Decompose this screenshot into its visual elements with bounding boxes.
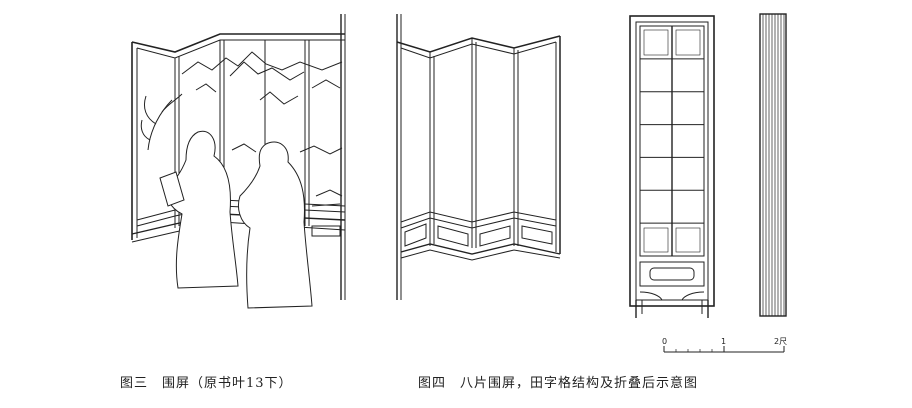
caption-figure-3: 图三 围屏（原书叶13下）	[120, 376, 293, 391]
fig4-panel-front-elevation	[629, 15, 715, 318]
scale-tick-1: 1	[721, 337, 726, 346]
fig4-screen-perspective	[396, 14, 561, 300]
scale-tick-2: 2尺	[774, 337, 787, 346]
fig3-standing-figures	[159, 130, 313, 309]
scale-tick-0: 0	[662, 337, 667, 346]
fig4-folded-stack	[759, 13, 787, 317]
caption-figure-4: 图四 八片围屏，田字格结构及折叠后示意图	[418, 376, 699, 391]
scale-bar	[663, 346, 785, 353]
fig3-folding-screen	[131, 14, 346, 300]
